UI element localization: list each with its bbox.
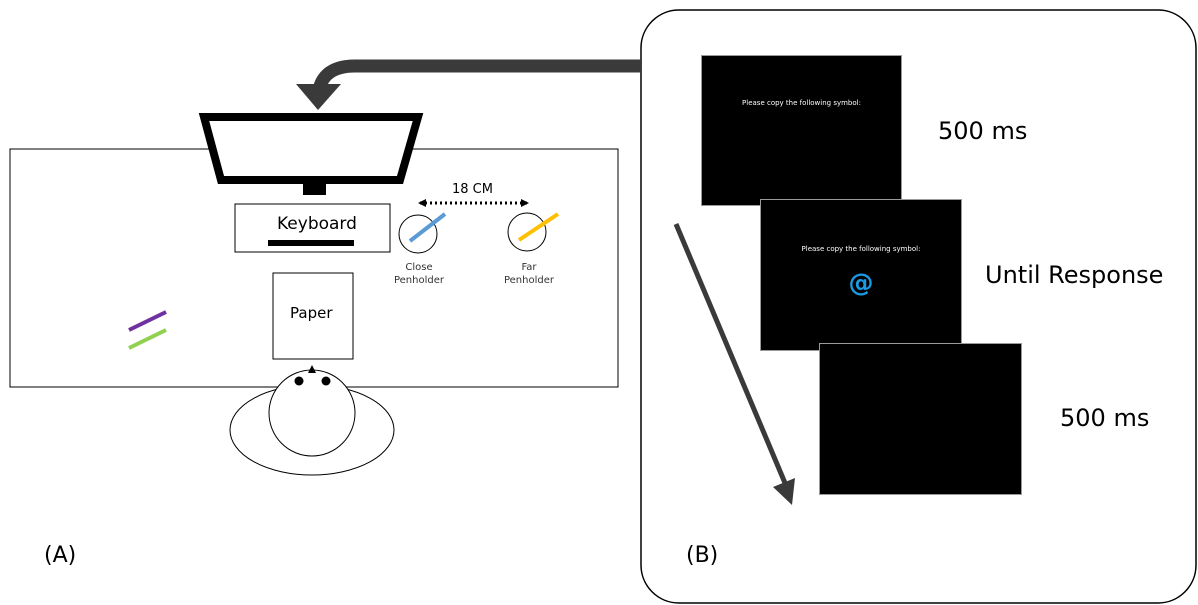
far-penholder	[507, 212, 547, 252]
paper	[272, 272, 354, 360]
monitor-stand	[303, 179, 326, 195]
monitor-icon	[198, 113, 424, 184]
distance-label: 18 CM	[452, 182, 493, 197]
participant-left-eye	[294, 376, 304, 386]
purple-pen	[128, 310, 167, 332]
paper-label: Paper	[290, 304, 333, 322]
far-pen	[517, 212, 560, 242]
participant-nose	[308, 365, 316, 373]
keyboard-label: Keyboard	[277, 214, 357, 234]
close-pen	[408, 212, 447, 243]
connector-arrow	[311, 59, 641, 101]
time-arrow	[673, 223, 788, 484]
connector-arrowhead	[296, 84, 341, 110]
close-penholder-label-line1: Close	[405, 262, 433, 273]
far-penholder-label-line1: Far	[521, 262, 537, 273]
panel-b-label: (B)	[686, 543, 719, 568]
keyboard-bar	[268, 240, 354, 246]
panel-b-frame	[640, 9, 1197, 604]
duration-3: 500 ms	[1060, 404, 1150, 432]
time-arrowhead	[773, 478, 795, 505]
trial-screen-2-symbol: @	[848, 268, 874, 297]
close-penholder-label: Close Penholder	[392, 261, 446, 287]
far-penholder-label-line2: Penholder	[503, 275, 554, 286]
panel-a-label: (A)	[44, 543, 77, 568]
trial-screen-3	[819, 343, 1022, 495]
trial-screen-2: Please copy the following symbol: @	[760, 199, 962, 351]
green-pen	[128, 328, 167, 350]
participant-head	[268, 369, 356, 457]
far-penholder-label: Far Penholder	[502, 261, 556, 287]
duration-1: 500 ms	[938, 117, 1028, 145]
trial-screen-1: Please copy the following symbol:	[701, 55, 902, 206]
participant-right-eye	[321, 376, 331, 386]
close-penholder-label-line2: Penholder	[393, 275, 444, 286]
trial-screen-2-prompt: Please copy the following symbol:	[801, 245, 921, 253]
duration-2: Until Response	[985, 261, 1164, 289]
trial-screen-1-prompt: Please copy the following symbol:	[742, 99, 861, 107]
